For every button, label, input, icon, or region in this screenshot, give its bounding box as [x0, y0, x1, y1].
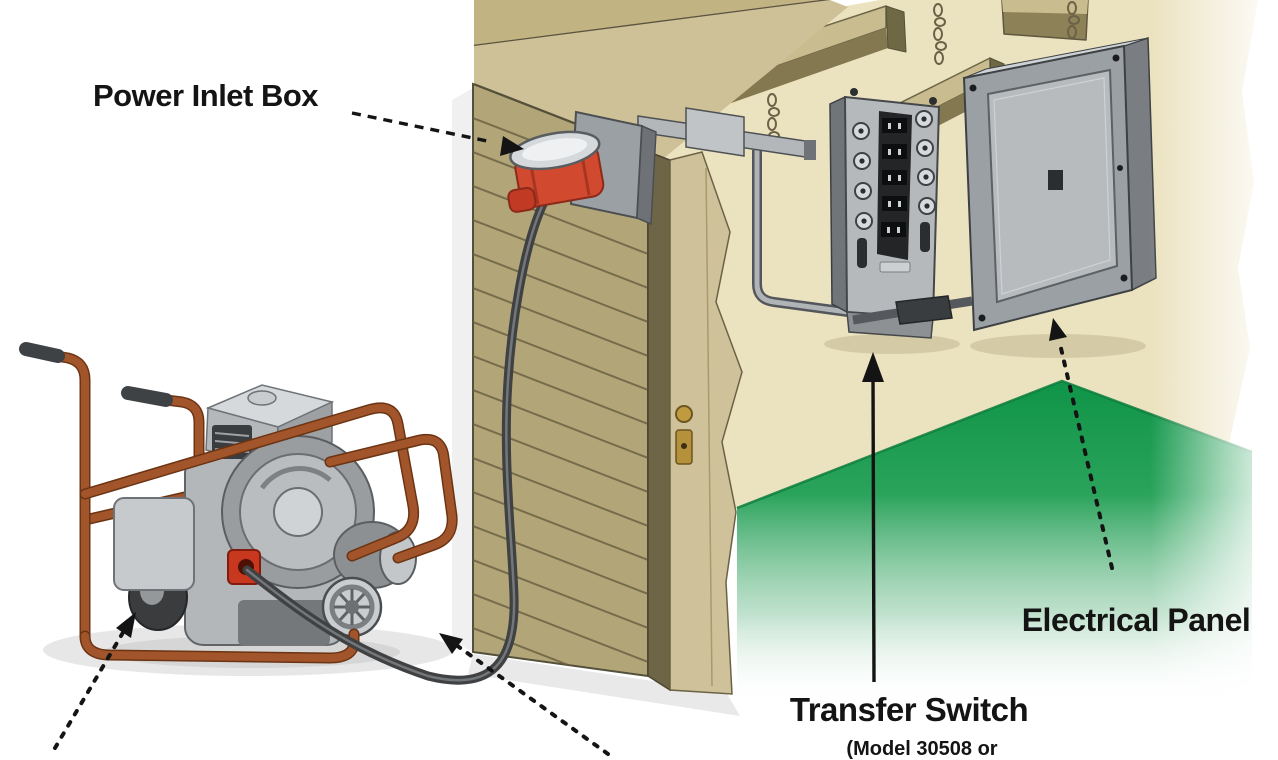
cutaway-fade [1150, 0, 1278, 760]
power-inlet-box-arrowhead [500, 136, 524, 156]
generator-handle-grip [19, 342, 65, 363]
generator-frame-front [19, 342, 458, 664]
generator-handle-grip [121, 386, 173, 407]
transfer-switch-breakers [877, 111, 912, 273]
entry-door [647, 150, 743, 695]
power-inlet-box [507, 110, 657, 226]
generator-arrowhead [116, 612, 136, 638]
electrical-panel-arrowhead [1049, 318, 1067, 341]
panel-screws [969, 54, 1128, 322]
electrical-panel-arrow [1058, 342, 1114, 570]
ground-shadow [468, 654, 740, 716]
power-inlet-box-arrow [351, 111, 493, 144]
wall-shadow [824, 334, 960, 354]
hanger-chain [1067, 1, 1080, 39]
door-trim [647, 150, 671, 692]
fuel-cap [247, 390, 277, 406]
transfer-switch-model-label: (Model 30508 or [846, 738, 997, 760]
portable-generator [19, 342, 458, 676]
generator-right-wheel [321, 576, 383, 638]
panel-latch [1048, 170, 1063, 190]
power-cord [242, 195, 550, 685]
electrical-panel [962, 36, 1157, 332]
wall-edge-shading [452, 88, 473, 652]
ceiling-joist [1001, 0, 1089, 41]
power-cord-arrow [450, 640, 610, 756]
interior-conduit [752, 150, 849, 317]
transfer-switch-slot [857, 238, 867, 268]
hanger-chain [933, 3, 947, 65]
annotations: Power Inlet Box Electrical Panel Transfe… [53, 78, 1251, 760]
electrical-panel-label: Electrical Panel [1022, 602, 1251, 638]
power-inlet-box-label: Power Inlet Box [93, 78, 319, 113]
transfer-switch-label: Transfer Switch [790, 691, 1028, 728]
generator-arrow [53, 622, 130, 750]
power-cord-arrowhead [439, 633, 463, 654]
generator-engine [113, 384, 417, 646]
wall-shadow [970, 334, 1146, 358]
door-knob [675, 405, 693, 423]
switch-to-panel-conduit [852, 295, 973, 325]
transfer-switch-slot [920, 222, 930, 252]
house-exterior [452, 0, 848, 716]
door-face [669, 151, 743, 695]
transfer-switch-arrow [871, 375, 876, 683]
generator-shroud [113, 497, 195, 591]
fascia-soffit [474, 0, 848, 158]
transfer-switch-arrowhead [862, 352, 884, 382]
